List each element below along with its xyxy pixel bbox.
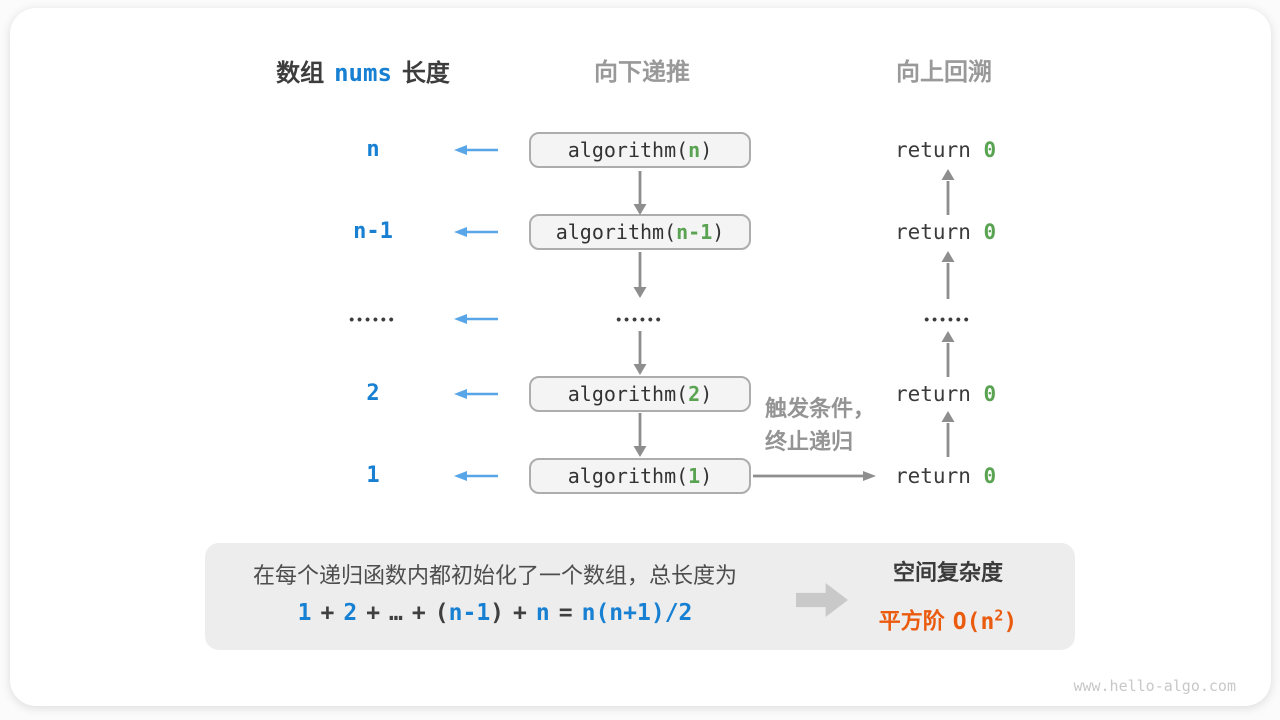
formula-open-paren: (: [434, 600, 449, 626]
length-sum-formula: 1 + 2 + … + (n-1) + n = n(n+1)/2: [215, 600, 775, 630]
formula-close-paren: ): [490, 600, 505, 626]
call-suffix: ): [700, 382, 713, 406]
down-arrow-icon: [633, 252, 647, 298]
left-arrow-icon: [454, 314, 498, 324]
call-arg: 2: [688, 382, 701, 406]
call-prefix: algorithm(: [567, 138, 689, 162]
formula-operator: +: [366, 600, 381, 626]
length-label-2: 2: [366, 381, 380, 406]
return-keyword: return: [895, 382, 984, 406]
header-array-length: 数组 nums 长度: [233, 58, 493, 88]
header-nums-code: nums: [334, 59, 392, 87]
termination-note-line1: 触发条件，: [765, 396, 876, 421]
down-arrow-icon: [633, 331, 647, 375]
call-prefix: algorithm(: [555, 220, 677, 244]
up-arrow-icon: [941, 169, 955, 215]
header-recurse-down: 向下递推: [594, 59, 690, 86]
length-label-n: n: [366, 137, 380, 162]
call-prefix: algorithm(: [567, 382, 689, 406]
formula-ellipsis: …: [389, 600, 403, 626]
call-suffix: ): [700, 464, 713, 488]
return-keyword: return: [895, 138, 984, 162]
formula-paren-group: (n-1): [435, 600, 504, 626]
call-arg: 1: [688, 464, 701, 488]
watermark: www.hello-algo.com: [1073, 677, 1236, 695]
call-box-algorithm-n-1: algorithm(n-1): [529, 214, 751, 250]
up-arrow-icon: [941, 331, 955, 377]
call-box-algorithm-2: algorithm(2): [529, 376, 751, 412]
formula-operator: +: [513, 600, 527, 626]
return-statement: return 0: [895, 136, 996, 164]
header-backtrack-up: 向上回溯: [896, 59, 992, 86]
order-name: 平方阶: [878, 608, 945, 634]
return-statement: return 0: [895, 462, 996, 490]
big-o-prefix: O(n: [952, 608, 995, 635]
return-keyword: return: [895, 220, 984, 244]
header-array-suffix: 长度: [401, 60, 450, 87]
formula-operator: +: [411, 600, 426, 626]
left-ellipsis-dots: ••••••: [349, 311, 397, 327]
right-ellipsis-dots: ••••••: [924, 311, 972, 327]
termination-note-line2: 终止递归: [765, 429, 854, 454]
down-arrow-icon: [633, 413, 647, 457]
call-arg: n: [688, 138, 701, 162]
formula-term: 1: [297, 600, 312, 626]
call-box-algorithm-1: algorithm(1): [529, 458, 751, 494]
length-label-1: 1: [366, 463, 380, 488]
return-keyword: return: [895, 464, 984, 488]
return-value: 0: [983, 464, 997, 488]
space-complexity-title: 空间复杂度: [892, 560, 1003, 585]
complexity-order: 平方阶 O(n2): [848, 599, 1048, 635]
big-o-notation: O(n2): [952, 606, 1018, 635]
return-value: 0: [983, 138, 997, 162]
formula-term: 2: [343, 600, 358, 626]
base-case-arrow-icon: [753, 471, 876, 481]
return-value: 0: [983, 382, 997, 406]
big-o-exponent: 2: [994, 606, 1004, 624]
formula-term: n-1: [448, 600, 491, 626]
call-suffix: ): [712, 220, 725, 244]
header-array-prefix: 数组: [276, 60, 325, 87]
left-arrow-icon: [454, 145, 498, 155]
call-arg: n-1: [676, 220, 713, 244]
middle-ellipsis-dots: ••••••: [616, 311, 664, 327]
up-arrow-icon: [941, 411, 955, 457]
return-value: 0: [983, 220, 997, 244]
left-arrow-icon: [454, 471, 498, 481]
length-label-n-1: n-1: [353, 219, 393, 244]
formula-operator: +: [320, 600, 335, 626]
call-box-algorithm-n: algorithm(n): [529, 132, 751, 168]
formula-term: n: [535, 600, 550, 626]
up-arrow-icon: [941, 251, 955, 299]
big-o-suffix: ): [1003, 608, 1018, 635]
return-statement: return 0: [895, 380, 996, 408]
summary-panel: [205, 543, 1075, 650]
left-arrow-icon: [454, 389, 498, 399]
return-statement: return 0: [895, 218, 996, 246]
formula-equals: =: [558, 600, 573, 626]
summary-text: 在每个递归函数内都初始化了一个数组，总长度为: [252, 563, 737, 588]
left-arrow-icon: [454, 227, 498, 237]
down-arrow-icon: [633, 171, 647, 215]
formula-result: n(n+1)/2: [581, 600, 693, 626]
call-prefix: algorithm(: [567, 464, 689, 488]
call-suffix: ): [700, 138, 713, 162]
